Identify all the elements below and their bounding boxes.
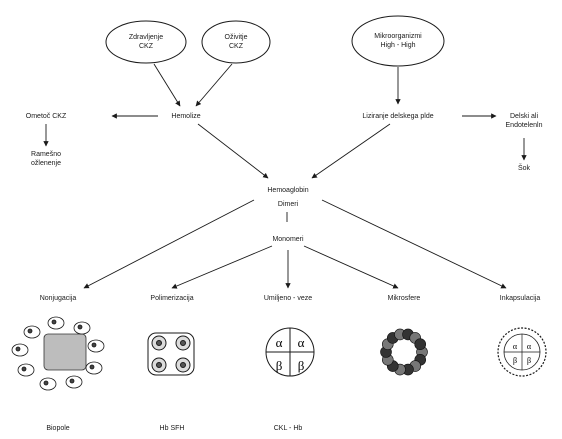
source-oval-3 bbox=[351, 15, 445, 67]
encap-alpha-right: α bbox=[527, 342, 532, 351]
hemolysis-label: Hemolize bbox=[171, 113, 201, 120]
encapsulation-figure bbox=[497, 327, 547, 377]
microsphere-bead bbox=[414, 338, 427, 350]
right-end-label: Šok bbox=[517, 165, 531, 172]
source-oval-1 bbox=[105, 20, 187, 64]
encap-beta-left: β bbox=[513, 356, 517, 365]
outcome-caption-1: Biopole bbox=[46, 425, 70, 432]
outcome-caption-2: Hb SFH bbox=[159, 425, 185, 432]
hemoglobin-center-label: Hemoaglobin bbox=[267, 187, 309, 194]
outcome-label-2: Polimerizacija bbox=[150, 295, 194, 302]
crosslinked-tetramer-figure bbox=[265, 327, 315, 377]
microsphere-figure bbox=[380, 328, 428, 376]
encap-alpha-left: α bbox=[513, 342, 518, 351]
polymerization-figure bbox=[147, 332, 195, 376]
outcome-label-5: Inkapsulacija bbox=[499, 295, 541, 302]
outcome-caption-3: CKL - Hb bbox=[273, 425, 303, 432]
alpha-left-label: α bbox=[276, 335, 283, 350]
dimers-label: Dimeri bbox=[277, 201, 299, 208]
source-oval-2 bbox=[201, 20, 271, 64]
remove-ckz-label: Ometoč CKZ bbox=[25, 113, 67, 120]
outcome-label-3: Umiljeno - veze bbox=[263, 295, 313, 302]
conjugation-figure bbox=[11, 316, 105, 391]
flow-arrows bbox=[43, 63, 527, 289]
encap-beta-right: β bbox=[527, 356, 531, 365]
lysis-process-label: Liziranje delskega plde bbox=[362, 113, 434, 120]
beta-left-label: β bbox=[276, 358, 283, 373]
monomers-label: Monomeri bbox=[272, 236, 304, 243]
alpha-right-label: α bbox=[298, 335, 305, 350]
outcome-label-4: Mikrosfere bbox=[387, 295, 421, 302]
outcome-label-1: Nonjugacija bbox=[39, 295, 77, 302]
beta-right-label: β bbox=[298, 358, 305, 373]
